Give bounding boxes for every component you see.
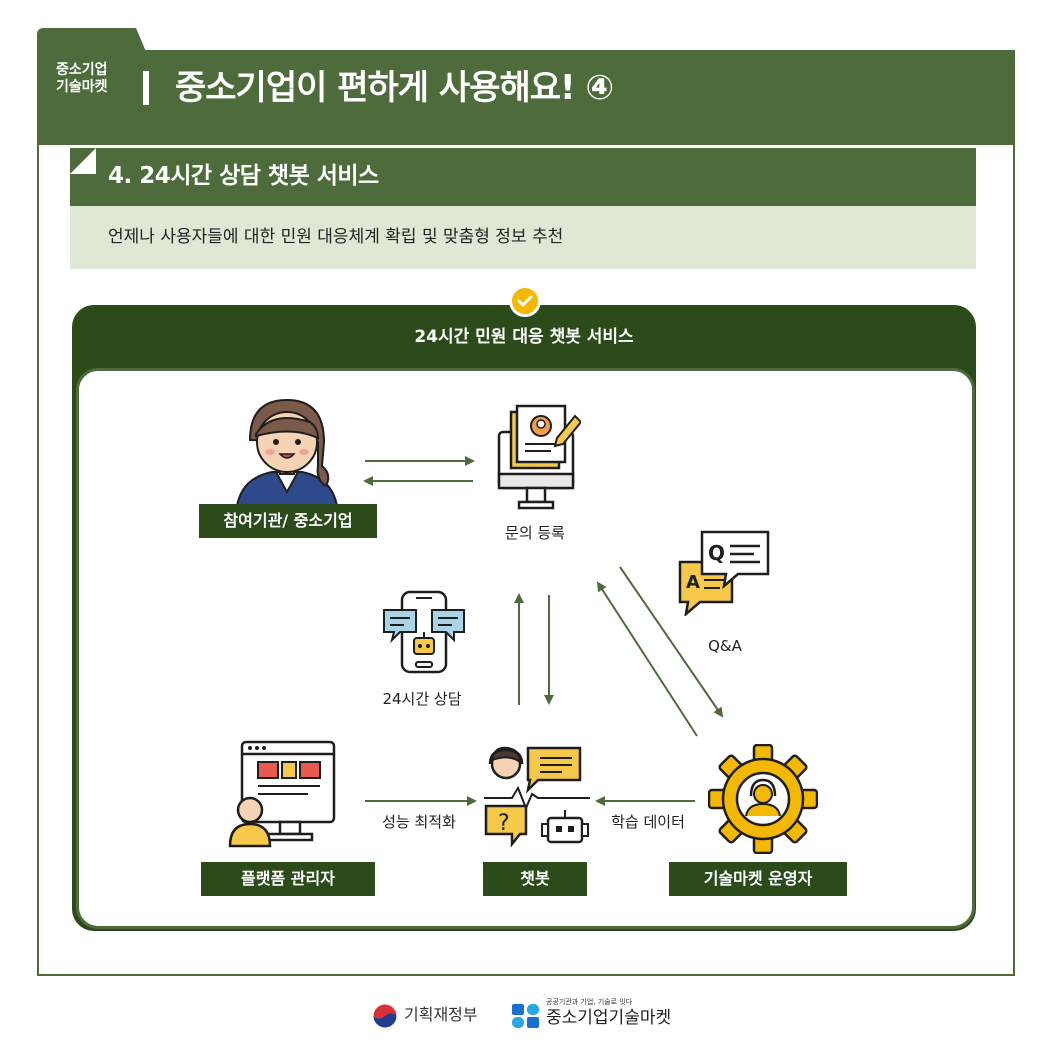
check-icon <box>509 285 541 317</box>
brand-line2: 기술마켓 <box>56 79 108 95</box>
phone-chatbot-icon <box>383 590 465 674</box>
svg-text:A: A <box>686 572 700 593</box>
header-bar <box>37 50 1015 145</box>
government-name: 기획재정부 <box>404 1005 478 1024</box>
brand-label: 중소기업 기술마켓 <box>56 62 128 96</box>
section-corner <box>70 148 96 174</box>
participant-avatar-icon <box>235 398 339 506</box>
section-subtitle: 언제나 사용자들에 대한 민원 대응체계 확립 및 맞춤형 정보 추천 <box>108 227 564 247</box>
brand-line1: 중소기업 <box>56 62 108 78</box>
market-logo-icon <box>512 1004 539 1028</box>
page-frame <box>37 50 1015 976</box>
market-name: 중소기업기술마켓 <box>546 1008 672 1028</box>
section-subtitle-band <box>70 206 976 269</box>
section-header <box>70 148 976 206</box>
svg-text:Q: Q <box>708 541 725 565</box>
chatbot-robot-icon: ? <box>484 746 590 848</box>
svg-text:?: ? <box>498 811 510 836</box>
section-title: 4. 24시간 상담 챗봇 서비스 <box>108 163 379 189</box>
header-tab <box>37 28 147 54</box>
market-tagline: 공공기관과 기업, 기술로 잇다 <box>546 998 633 1006</box>
government-emblem-icon <box>372 1003 398 1029</box>
learning-data-label: 학습 데이터 <box>611 813 685 831</box>
operator-gear-icon <box>708 744 818 854</box>
admin-monitor-user-icon <box>228 740 336 848</box>
qa-label: Q&A <box>708 637 742 655</box>
optimize-label: 성능 최적화 <box>382 813 456 831</box>
admin-label: 플랫폼 관리자 <box>201 862 375 896</box>
header-divider <box>143 71 149 105</box>
consult-label: 24시간 상담 <box>382 690 462 708</box>
inquiry-monitor-icon <box>497 404 581 510</box>
page-title: 중소기업이 편하게 사용해요! ④ <box>175 68 614 108</box>
qa-speech-bubbles-icon: A Q <box>678 530 770 616</box>
inquiry-label: 문의 등록 <box>505 524 565 542</box>
participant-label: 참여기관/ 중소기업 <box>199 504 377 538</box>
diagram-title: 24시간 민원 대응 챗봇 서비스 <box>414 327 634 347</box>
operator-label: 기술마켓 운영자 <box>669 862 847 896</box>
chatbot-label: 챗봇 <box>483 862 587 896</box>
